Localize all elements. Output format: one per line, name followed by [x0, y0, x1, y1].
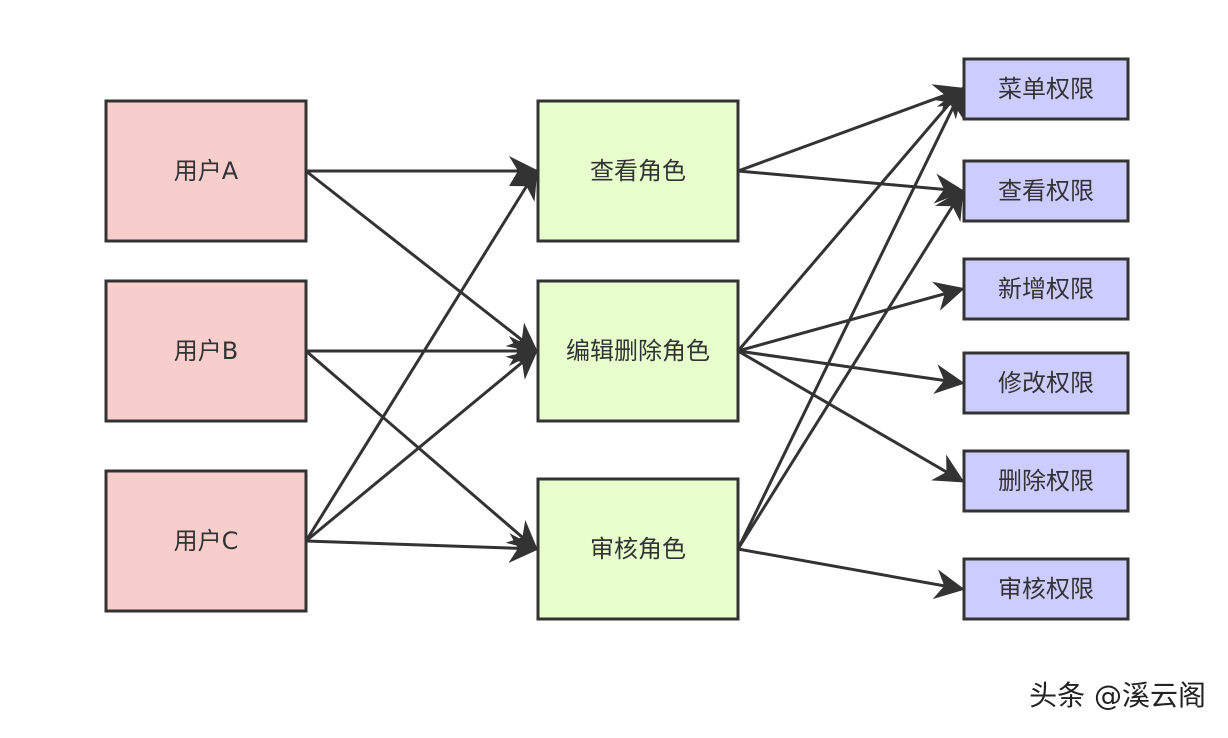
arrow-role-edit-delete-to-perm-modify: [737, 349, 965, 395]
arrow-user-c-to-role-view: [304, 168, 538, 542]
permission-label: 修改权限: [998, 369, 1094, 397]
arrow-user-c-to-role-edit-delete: [305, 349, 539, 543]
permission-node-perm-menu: 菜单权限: [962, 57, 1130, 121]
user-node-user-c: 用户C: [104, 469, 308, 613]
watermark-text: 头条 @溪云阁: [1029, 679, 1206, 712]
permission-label: 新增权限: [998, 275, 1094, 303]
role-label: 审核角色: [590, 535, 686, 563]
arrow-role-review-to-perm-menu: [736, 86, 964, 550]
permission-box: [962, 57, 1130, 121]
permission-label: 菜单权限: [998, 75, 1094, 103]
user-box: [104, 279, 308, 423]
role-box: [536, 99, 740, 243]
permission-node-perm-modify: 修改权限: [962, 351, 1130, 415]
edges-layer: [304, 84, 965, 600]
role-node-role-view: 查看角色: [536, 99, 740, 243]
arrow-role-edit-delete-to-perm-menu: [736, 86, 964, 352]
permission-node-perm-delete: 删除权限: [962, 449, 1130, 513]
arrow-role-view-to-perm-menu: [737, 84, 965, 173]
user-box: [104, 469, 308, 613]
permission-label: 查看权限: [998, 177, 1094, 205]
user-label: 用户C: [174, 527, 239, 555]
role-node-role-edit-delete: 编辑删除角色: [536, 279, 740, 423]
user-label: 用户A: [174, 157, 239, 185]
user-box: [104, 99, 308, 243]
role-label: 编辑删除角色: [566, 337, 710, 365]
user-label: 用户B: [174, 337, 238, 365]
permission-node-perm-add: 新增权限: [962, 257, 1130, 321]
permission-node-perm-view: 查看权限: [962, 159, 1130, 223]
permission-box: [962, 449, 1130, 513]
permission-label: 删除权限: [998, 467, 1094, 495]
permission-node-perm-review: 审核权限: [962, 557, 1130, 621]
role-box: [536, 279, 740, 423]
permission-box: [962, 557, 1130, 621]
user-node-user-b: 用户B: [104, 279, 308, 423]
permission-box: [962, 159, 1130, 223]
permission-box: [962, 257, 1130, 321]
arrow-role-review-to-perm-review: [737, 547, 965, 600]
arrow-role-review-to-perm-view: [736, 188, 964, 550]
arrow-role-edit-delete-to-perm-delete: [737, 349, 965, 483]
user-node-user-a: 用户A: [104, 99, 308, 243]
arrow-user-a-to-role-edit-delete: [305, 169, 539, 353]
role-box: [536, 477, 740, 621]
permission-label: 审核权限: [998, 575, 1094, 603]
permission-box: [962, 351, 1130, 415]
arrow-user-b-to-role-review: [305, 349, 539, 551]
role-label: 查看角色: [590, 157, 686, 185]
arrow-role-view-to-perm-view: [737, 169, 965, 204]
arrow-user-c-to-role-review: [305, 533, 539, 564]
role-node-role-review: 审核角色: [536, 477, 740, 621]
